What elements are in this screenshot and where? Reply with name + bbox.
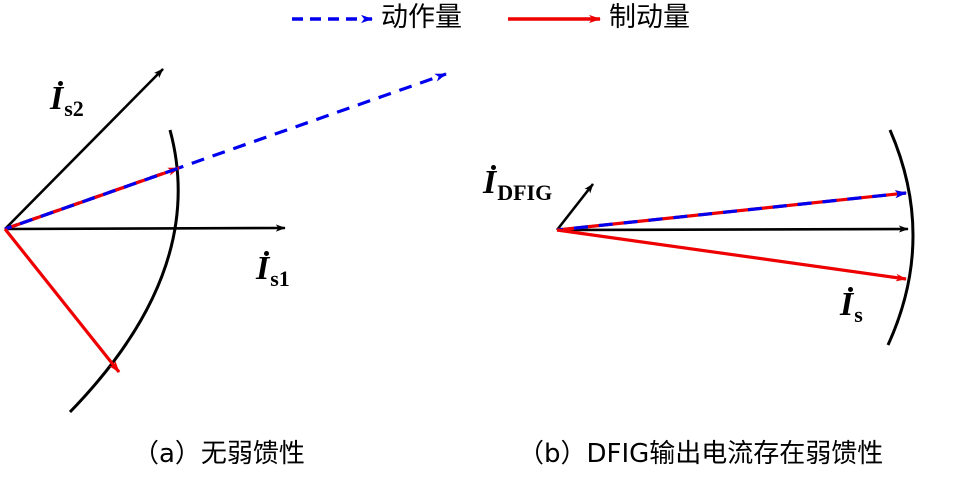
diagram-b-operating-vector (556, 190, 907, 232)
label-idfig-symbol: I (483, 164, 497, 201)
label-is-symbol: I (840, 286, 854, 323)
label-is-overdot (848, 287, 854, 292)
diagram-b-axis-idfig (555, 183, 595, 231)
diagram-a-characteristic-arc (68, 129, 180, 414)
diagram-b (555, 129, 915, 346)
diagram-a-restraining-vector-lower (3, 228, 121, 373)
label-is-subscript: s (854, 302, 863, 327)
label-idfig-subscript: DFIG (497, 180, 553, 205)
label-is2-overdot (58, 81, 64, 86)
label-idfig-overdot (491, 165, 497, 170)
diagram-a-operating-overlap-dashes (4, 166, 180, 231)
label-is1-overdot (264, 251, 270, 256)
legend-label-restraining: 制动量 (609, 2, 690, 33)
legend-label-operating: 动作量 (381, 2, 462, 33)
diagram-b-characteristic-arc (886, 129, 915, 346)
diagram-b-axis-is (556, 225, 909, 233)
label-is1-symbol: I (256, 250, 270, 287)
label-is2-subscript: s2 (64, 96, 84, 121)
diagram-a-axis-is2 (4, 68, 164, 230)
label-is1-subscript: s1 (270, 266, 290, 291)
caption-b: （b）DFIG输出电流存在弱馈性 (518, 439, 884, 469)
diagram-b-restraining-vector-lower (556, 228, 907, 282)
diagram-a-axis-is1 (4, 224, 286, 232)
label-is2-symbol: I (50, 80, 64, 117)
diagram-a (3, 68, 447, 414)
caption-a: （a）无弱馈性 (133, 439, 305, 469)
